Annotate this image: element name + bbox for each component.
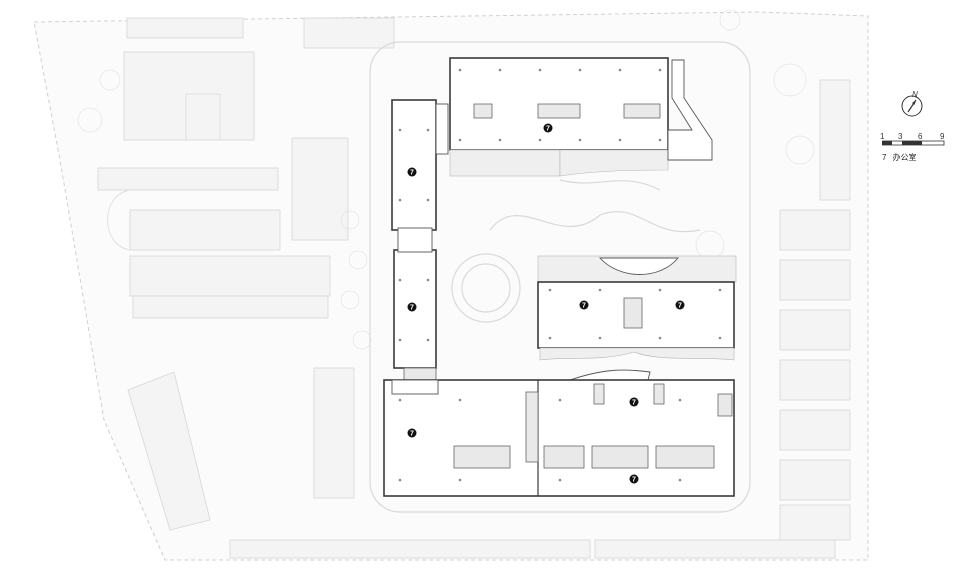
building-east <box>537 255 737 381</box>
scale-label-9: 9 <box>940 132 945 141</box>
svg-text:7: 7 <box>410 305 414 312</box>
scale-bar <box>882 140 945 146</box>
scale-label-6: 6 <box>918 132 923 141</box>
svg-text:7: 7 <box>632 400 636 407</box>
room-tag-south-lower: 7 <box>629 474 639 484</box>
legend-room-number: 7 <box>882 153 887 162</box>
structural-columns <box>398 68 722 482</box>
svg-text:7: 7 <box>410 431 414 438</box>
north-arrow-icon <box>901 95 923 117</box>
building-north <box>449 57 713 177</box>
building-west <box>391 99 449 383</box>
legend: N 1 3 6 9 7 办公室 <box>870 90 950 182</box>
svg-text:7: 7 <box>410 170 414 177</box>
room-tag-west-lower: 7 <box>407 302 417 312</box>
scale-label-1: 1 <box>880 132 885 141</box>
svg-text:7: 7 <box>632 477 636 484</box>
room-tag-south-west: 7 <box>407 428 417 438</box>
scale-label-3: 3 <box>898 132 903 141</box>
room-tag-north: 7 <box>543 123 553 133</box>
svg-text:7: 7 <box>582 303 586 310</box>
svg-text:7: 7 <box>678 303 682 310</box>
room-tag-east-right: 7 <box>675 300 685 310</box>
room-tag-south-upper: 7 <box>629 397 639 407</box>
room-tag-east-left: 7 <box>579 300 589 310</box>
svg-text:7: 7 <box>546 126 550 133</box>
landscape <box>77 9 815 513</box>
north-label: N <box>912 90 918 99</box>
building-south <box>383 379 735 497</box>
room-tag-west-upper: 7 <box>407 167 417 177</box>
legend-room-name: 办公室 <box>892 153 917 162</box>
legend-entry-office: 7 办公室 <box>882 152 922 163</box>
context-buildings <box>97 17 851 559</box>
